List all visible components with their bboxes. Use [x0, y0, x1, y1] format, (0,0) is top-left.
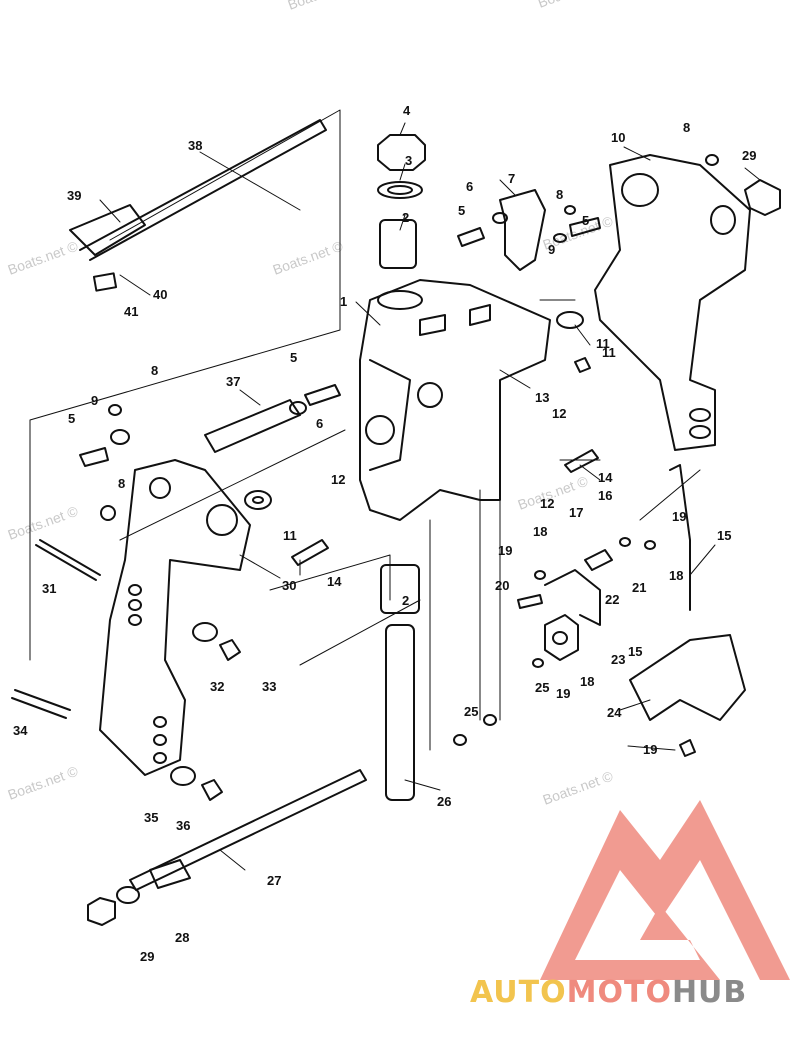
callout-21: 21 — [632, 580, 646, 595]
callout-5: 5 — [290, 350, 297, 365]
callout-5: 5 — [582, 213, 589, 228]
callout-30: 30 — [282, 578, 296, 593]
callout-11: 11 — [283, 528, 297, 543]
callout-layer: 1223455556678888991011111112121213141415… — [13, 103, 756, 964]
callout-32: 32 — [210, 679, 224, 694]
callout-14: 14 — [598, 470, 613, 485]
callout-8: 8 — [683, 120, 690, 135]
brand-auto: AUTO — [470, 975, 567, 1010]
callout-8: 8 — [151, 363, 158, 378]
callout-19: 19 — [672, 509, 686, 524]
callout-3: 3 — [405, 153, 412, 168]
callout-22: 22 — [605, 592, 619, 607]
callout-4: 4 — [403, 103, 411, 118]
brand-hub: HUB — [671, 975, 748, 1010]
callout-33: 33 — [262, 679, 276, 694]
callout-8: 8 — [556, 187, 563, 202]
callout-12: 12 — [552, 406, 566, 421]
callout-34: 34 — [13, 723, 28, 738]
callout-39: 39 — [67, 188, 81, 203]
callout-12: 12 — [331, 472, 345, 487]
callout-2: 2 — [402, 593, 409, 608]
callout-18: 18 — [580, 674, 594, 689]
watermark-text: Boats.net © — [6, 502, 81, 542]
callout-23: 23 — [611, 652, 625, 667]
callout-19: 19 — [643, 742, 657, 757]
callout-11: 11 — [596, 336, 610, 351]
callout-38: 38 — [188, 138, 202, 153]
watermark-text: Boats.net © — [536, 0, 611, 11]
callout-31: 31 — [42, 581, 56, 596]
callout-16: 16 — [598, 488, 612, 503]
callout-28: 28 — [175, 930, 189, 945]
callout-18: 18 — [669, 568, 683, 583]
callout-8: 8 — [118, 476, 125, 491]
brand-wordmark: AUTOMOTOHUB — [470, 975, 795, 1015]
callout-25: 25 — [464, 704, 478, 719]
callout-6: 6 — [466, 179, 473, 194]
callout-26: 26 — [437, 794, 451, 809]
callout-10: 10 — [611, 130, 625, 145]
callout-7: 7 — [508, 171, 515, 186]
watermark-text: Boats.net © — [541, 767, 616, 807]
callout-15: 15 — [717, 528, 731, 543]
parts-drawing — [11, 109, 781, 926]
callout-35: 35 — [144, 810, 158, 825]
callout-5: 5 — [458, 203, 465, 218]
callout-24: 24 — [607, 705, 622, 720]
callout-40: 40 — [153, 287, 167, 302]
callout-17: 17 — [569, 505, 583, 520]
watermark-text: Boats.net © — [6, 237, 81, 277]
callout-19: 19 — [556, 686, 570, 701]
callout-14: 14 — [327, 574, 342, 589]
callout-18: 18 — [533, 524, 547, 539]
leader-lines — [29, 109, 701, 751]
callout-29: 29 — [140, 949, 154, 964]
watermark-text: Boats.net © — [6, 762, 81, 802]
callout-9: 9 — [548, 242, 555, 257]
brand-logo-mark — [540, 800, 790, 980]
callout-9: 9 — [91, 393, 98, 408]
callout-1: 1 — [340, 294, 347, 309]
callout-41: 41 — [124, 304, 138, 319]
callout-37: 37 — [226, 374, 240, 389]
watermark-text: Boats.net © — [271, 237, 346, 277]
callout-12: 12 — [540, 496, 554, 511]
callout-6: 6 — [316, 416, 323, 431]
watermark-text: Boats.net © — [286, 0, 361, 13]
callout-13: 13 — [535, 390, 549, 405]
callout-20: 20 — [495, 578, 509, 593]
callout-25: 25 — [535, 680, 549, 695]
callout-29: 29 — [742, 148, 756, 163]
callout-27: 27 — [267, 873, 281, 888]
callout-15: 15 — [628, 644, 642, 659]
callout-5: 5 — [68, 411, 75, 426]
callout-2: 2 — [402, 210, 409, 225]
brand-moto: MOTO — [566, 975, 672, 1010]
callout-36: 36 — [176, 818, 190, 833]
callout-19: 19 — [498, 543, 512, 558]
callout-11: 11 — [602, 345, 616, 360]
